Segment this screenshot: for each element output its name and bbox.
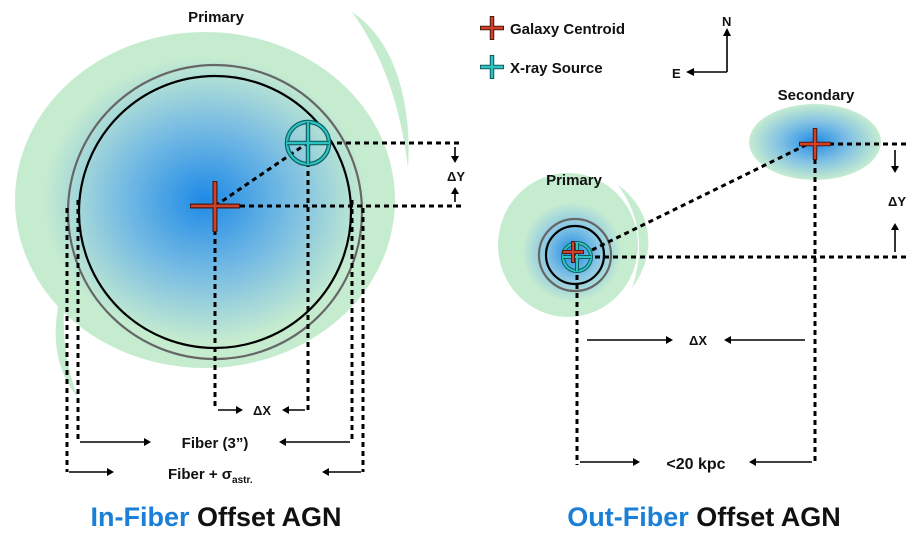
compass-north-label: N — [722, 14, 731, 29]
fiber-label: Fiber (3”) — [182, 435, 249, 452]
primary-fiber-circle — [544, 224, 606, 286]
delta-x-arrows-left — [218, 406, 305, 414]
fiber-astr-width-arrows — [69, 468, 361, 476]
delta-y-label-right: ΔY — [888, 194, 906, 209]
primary-label-right: Primary — [546, 172, 603, 189]
in-fiber-caption: In-Fiber Offset AGN — [90, 502, 341, 532]
xray-source-marker-right — [561, 241, 593, 273]
compass-rose: N E — [672, 14, 731, 81]
secondary-label: Secondary — [778, 87, 855, 104]
primary-small-spiral-arm — [618, 185, 649, 288]
legend-xray-label: X-ray Source — [510, 60, 603, 77]
separation-label: <20 kpc — [666, 456, 725, 473]
galaxy-centroid-marker-primary — [562, 241, 584, 263]
delta-x-label-left: ΔX — [253, 403, 271, 418]
legend: Galaxy Centroid X-ray Source — [480, 16, 625, 79]
xray-source-marker-left — [284, 119, 332, 167]
compass-east-label: E — [672, 66, 681, 81]
delta-y-arrows-left — [451, 147, 459, 202]
out-fiber-caption: Out-Fiber Offset AGN — [567, 502, 841, 532]
primary-galaxy-disk — [15, 32, 395, 368]
separation-arrows — [580, 458, 812, 466]
primary-spiral-arm-top — [352, 12, 409, 168]
delta-y-arrows-right — [891, 150, 899, 252]
delta-y-label-left: ΔY — [447, 169, 465, 184]
left-panel: ΔY ΔX Fiber (3”) Fiber + σastr. — [15, 9, 465, 532]
legend-centroid-icon — [480, 16, 504, 40]
galaxy-centroid-marker-left — [190, 181, 240, 232]
primary-fiber-astrometric-circle — [537, 217, 613, 293]
fiber-width-arrows — [80, 438, 350, 446]
legend-xray-icon — [480, 55, 504, 79]
fiber-astr-label: Fiber + σastr. — [168, 466, 253, 486]
primary-to-secondary-dashed-line — [591, 142, 809, 252]
primary-label-left: Primary — [188, 9, 245, 26]
right-panel: ΔY ΔX <20 kpc — [498, 87, 910, 532]
delta-x-label-right: ΔX — [689, 333, 707, 348]
legend-centroid-label: Galaxy Centroid — [510, 21, 625, 38]
galaxy-centroid-marker-secondary — [799, 128, 831, 160]
delta-x-arrows-right — [587, 336, 805, 344]
